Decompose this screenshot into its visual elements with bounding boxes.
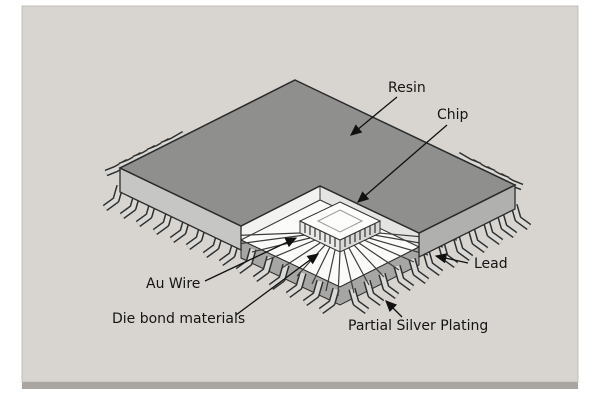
chip-label: Chip [437, 107, 469, 123]
panel-shadow [22, 382, 578, 389]
die-bond-label: Die bond materials [112, 311, 245, 327]
silver-plating-label: Partial Silver Plating [348, 318, 488, 334]
resin-leader-arrow [349, 96, 398, 136]
lead-frame-band [240, 239, 420, 306]
au-wire-label: Au Wire [146, 276, 200, 292]
die-pad-outline [316, 209, 364, 233]
chip-block [298, 201, 382, 253]
au-wire-leader-arrow [204, 237, 298, 282]
resin-top [118, 79, 517, 234]
callouts: Resin Chip Lead Au Wire Die bond materia… [112, 80, 508, 334]
lead-label: Lead [474, 256, 508, 272]
silver-plating-leader-arrow [385, 300, 403, 318]
chip-bond-ticks [304, 224, 376, 247]
die-bond-leader-arrow [235, 253, 320, 316]
chip-leader-arrow [357, 124, 448, 203]
bond-wires [221, 232, 458, 297]
chip-top [298, 201, 382, 241]
resin-label: Resin [388, 80, 426, 96]
lead-leader-arrow [434, 253, 469, 264]
